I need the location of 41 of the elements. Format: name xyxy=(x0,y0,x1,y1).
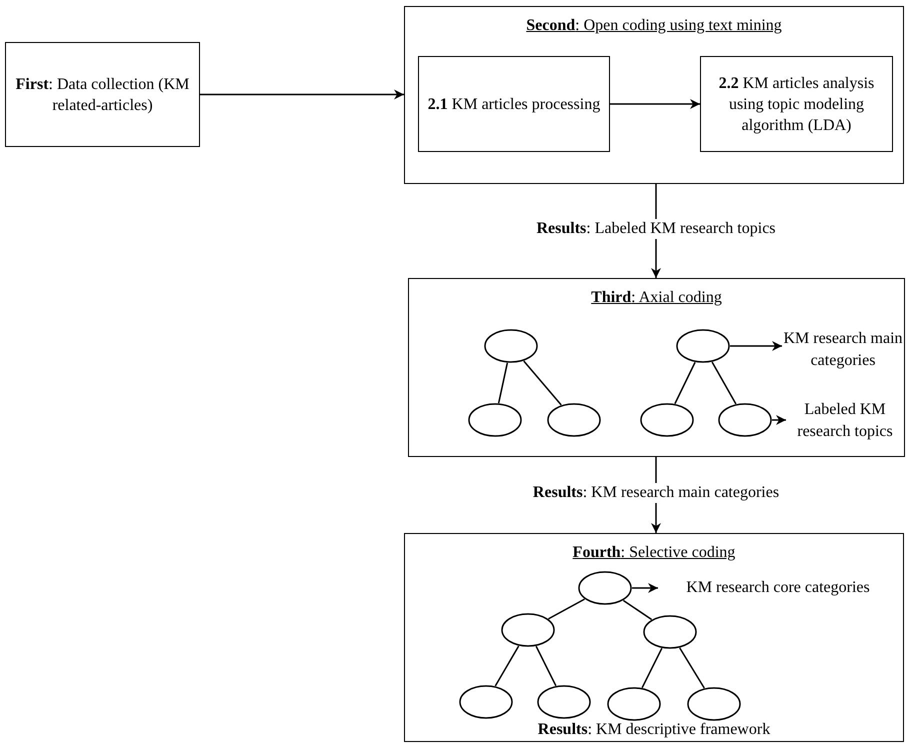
connector-line xyxy=(679,647,705,689)
connector-line xyxy=(494,646,520,686)
arrow xyxy=(730,341,782,351)
tree-node-ellipse xyxy=(607,687,661,721)
connector-line xyxy=(674,362,696,404)
process-box: First: Data collection (KM related-articles) xyxy=(5,42,200,147)
connector-line xyxy=(548,598,585,620)
arrow xyxy=(200,90,404,100)
arrow xyxy=(772,415,786,425)
process-box: 2.1 KM articles processing xyxy=(418,56,610,152)
stage-box xyxy=(404,6,904,184)
annotation-text: KM research main categories xyxy=(782,327,904,373)
tree-node-ellipse xyxy=(459,685,513,719)
connector-line xyxy=(711,362,737,404)
connector-line xyxy=(523,360,562,406)
stage-heading: Fourth: Selective coding xyxy=(572,543,736,563)
connector-line xyxy=(622,600,652,620)
tree-node-ellipse xyxy=(547,403,601,437)
results-text: Results: KM descriptive framework xyxy=(536,720,772,740)
stage-box xyxy=(408,278,905,457)
stage-heading: Second: Open coding using text mining xyxy=(525,16,783,36)
connector-line xyxy=(535,646,557,686)
tree-node-ellipse xyxy=(468,403,522,437)
tree-node-ellipse xyxy=(643,615,697,649)
tree-node-ellipse xyxy=(687,687,741,721)
connector-line xyxy=(641,648,663,688)
arrow xyxy=(610,99,700,109)
annotation-text: Labeled KM research topics xyxy=(786,398,904,444)
connector-line xyxy=(498,362,508,404)
tree-node-ellipse xyxy=(640,403,694,437)
tree-node-ellipse xyxy=(484,329,538,363)
tree-node-ellipse xyxy=(676,329,730,363)
tree-node-ellipse xyxy=(578,571,632,605)
arrow xyxy=(632,583,658,593)
tree-node-ellipse xyxy=(501,613,555,647)
stage-heading: Third: Axial coding xyxy=(590,288,723,308)
tree-node-ellipse xyxy=(537,685,591,719)
stage-box xyxy=(404,533,904,742)
annotation-text: KM research core categories xyxy=(658,577,898,599)
process-box: 2.2 KM articles analysis using topic modeling algorithm (LDA) xyxy=(700,56,893,152)
tree-node-ellipse xyxy=(718,403,772,437)
